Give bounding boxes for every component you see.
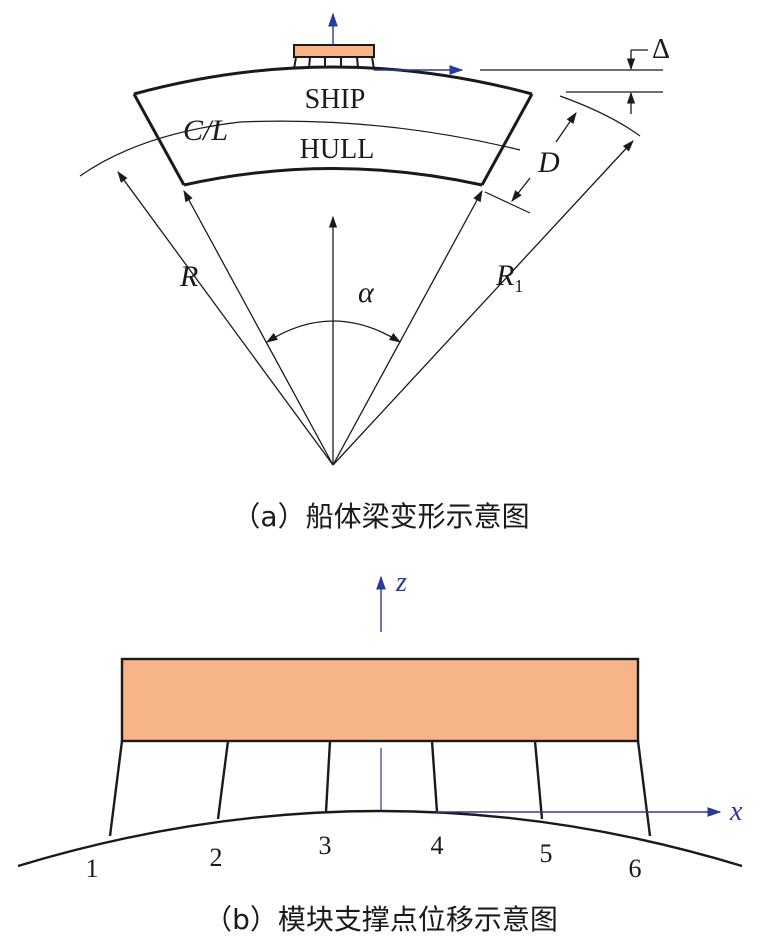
radial-line-right-inner (332, 189, 483, 466)
radius1-subscript: 1 (514, 276, 523, 296)
hull-bottom-arc (183, 167, 483, 187)
angle-alpha-arc (266, 320, 401, 343)
support-leg-5 (533, 740, 544, 820)
support-label-1: 1 (86, 854, 99, 883)
depth-extension-line (484, 191, 531, 214)
delta-label: Δ (652, 34, 670, 65)
radial-line-right-outer (332, 140, 634, 466)
z-axis-label: z (395, 567, 407, 598)
depth-label: D (537, 146, 560, 179)
deck-curve (17, 809, 743, 868)
x-axis-label: x (729, 796, 743, 827)
deck-module-supports (293, 56, 375, 70)
radial-line-left-outer (117, 171, 334, 466)
angle-alpha-label: α (358, 276, 375, 309)
module-block (120, 657, 640, 743)
hull-top-label: SHIP (305, 84, 366, 115)
support-leg-2 (216, 740, 230, 820)
support-label-5: 5 (540, 839, 553, 868)
hull-right-side (480, 93, 534, 186)
radial-line-left-inner (183, 189, 334, 466)
part-a-hull-diagram: SHIP HULL C/L D R R1 α Δ （a）船体梁变形示意图 (79, 12, 670, 533)
deck-module-block (293, 44, 375, 58)
support-legs (108, 740, 652, 837)
hull-bottom-label: HULL (300, 134, 375, 165)
support-label-3: 3 (319, 831, 332, 860)
support-leg-4 (430, 740, 439, 813)
support-leg-3 (324, 740, 332, 813)
support-label-6: 6 (629, 854, 642, 883)
support-label-2: 2 (210, 843, 223, 872)
caption-b: （b）模块支撑点位移示意图 (204, 903, 558, 936)
centerline-label: C/L (183, 114, 228, 147)
centerline-arc (79, 120, 521, 177)
hull-top-arc (133, 65, 533, 96)
depth-dimension-arrow-top (555, 112, 577, 143)
support-leg-6 (636, 740, 652, 837)
outer-radius-arc (559, 95, 641, 137)
depth-dimension-arrow-bottom (511, 177, 531, 202)
hull-left-side (132, 93, 186, 186)
support-leg-1 (108, 740, 124, 837)
caption-a: （a）船体梁变形示意图 (232, 500, 529, 533)
radius-label: R (179, 260, 198, 293)
radius1-label: R1 (495, 259, 523, 296)
support-label-4: 4 (431, 831, 444, 860)
part-b-support-diagram: z x 1 2 3 4 5 6 （b）模块支撑点位移示意图 (17, 567, 743, 936)
